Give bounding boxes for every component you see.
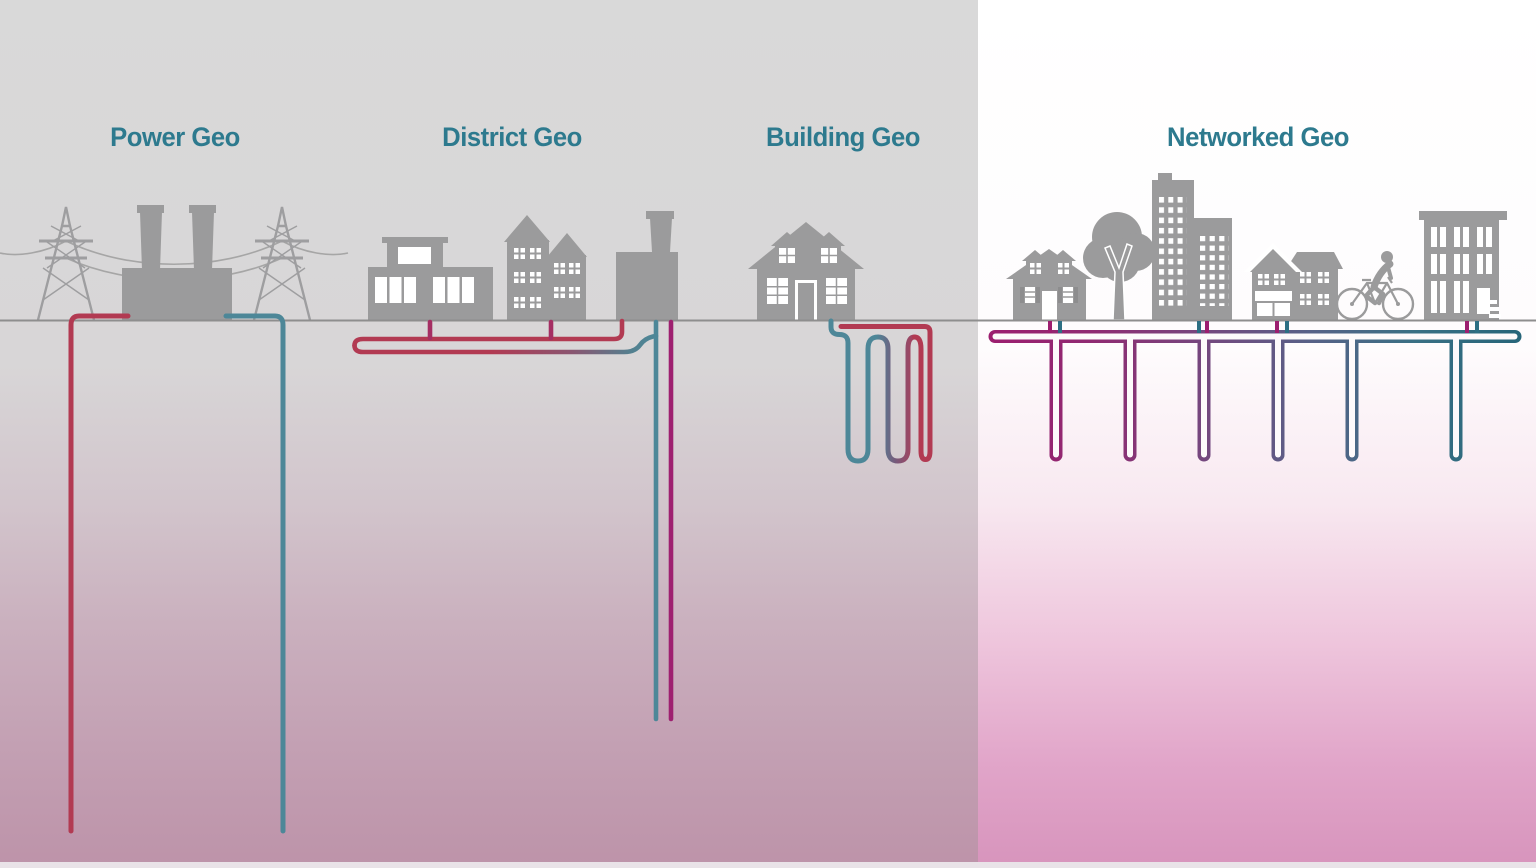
shop-building-icon <box>1244 243 1343 320</box>
section-title-power-geo: Power Geo <box>110 122 240 152</box>
serpentine-loop-cold <box>828 318 917 464</box>
cyclist-icon <box>1335 251 1415 321</box>
commercial-building-icon <box>368 237 493 320</box>
background-right-white <box>978 0 1536 868</box>
network-main-outer <box>988 330 1522 462</box>
background-left-gray <box>0 0 978 868</box>
house-icon <box>748 222 864 320</box>
network-building-stubs <box>1048 321 1479 333</box>
district-geo-pipes <box>352 318 674 722</box>
section-title-building-geo: Building Geo <box>766 122 920 152</box>
shuttered-window <box>1020 287 1040 303</box>
power-plant-icon <box>122 205 232 320</box>
cold-pipe <box>223 313 286 834</box>
district-geo-section <box>368 211 678 320</box>
district-loop-supply <box>352 318 625 348</box>
hot-pipe <box>68 313 131 834</box>
section-title-district-geo: District Geo <box>442 122 582 152</box>
networked-geo-section <box>1006 173 1507 321</box>
house-icon <box>1006 249 1092 320</box>
building-geo-section <box>748 222 864 320</box>
networked-geo-pipes <box>988 321 1522 462</box>
power-geo-section <box>0 205 349 321</box>
bottom-edge-strip <box>0 862 1536 868</box>
transmission-tower-icon <box>36 206 96 321</box>
building-geo-pipes <box>828 318 933 464</box>
shuttered-window <box>1058 287 1078 303</box>
tree-icon <box>1083 212 1155 321</box>
district-loop-return <box>352 333 659 355</box>
transmission-tower-icon <box>252 206 312 321</box>
network-main-inner <box>992 333 1518 458</box>
skyscraper-icon <box>1152 173 1232 320</box>
power-geo-pipes <box>68 313 286 834</box>
serpentine-loop-hot <box>838 324 933 463</box>
apartment-building-icon <box>1419 211 1507 320</box>
townhouses-icon <box>504 215 587 320</box>
industrial-building-icon <box>616 211 678 320</box>
section-title-networked-geo: Networked Geo <box>1167 122 1349 152</box>
